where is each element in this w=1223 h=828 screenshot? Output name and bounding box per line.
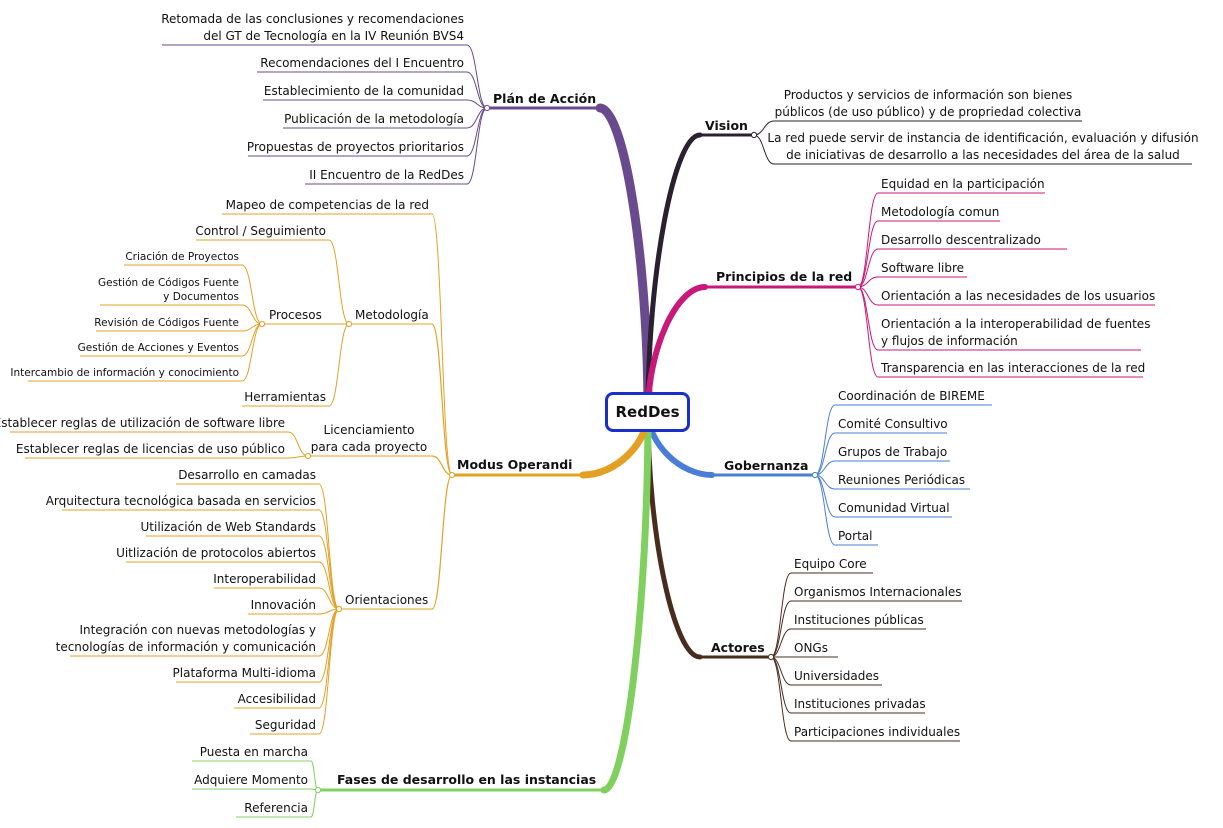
gobernanza-item[interactable]: Comunidad Virtual (838, 501, 950, 515)
orientaciones-item[interactable]: Desarrollo en camadas (178, 468, 316, 482)
gobernanza-item[interactable]: Coordinación de BIREME (838, 389, 985, 403)
branch-modus-operandi[interactable]: Modus Operandi (457, 457, 572, 472)
branch-plan-de-accion[interactable]: Plán de Acción (493, 91, 596, 106)
fases-item[interactable]: Puesta en marcha (200, 745, 308, 759)
procesos-node[interactable]: Procesos (269, 308, 322, 322)
gobernanza-item[interactable]: Grupos de Trabajo (838, 445, 947, 459)
fases-item[interactable]: Adquiere Momento (194, 773, 308, 787)
actores-item[interactable]: Participaciones individuales (794, 725, 960, 739)
principios-item[interactable]: Metodología comun (881, 205, 999, 219)
branch-actores[interactable]: Actores (711, 640, 765, 655)
plan-item[interactable]: Publicación de la metodología (284, 112, 464, 126)
metodologia-node[interactable]: Metodología (355, 308, 429, 322)
principios-item[interactable]: Desarrollo descentralizado (881, 233, 1041, 247)
orientaciones-item[interactable]: Plataforma Multi-idioma (173, 666, 316, 680)
procesos-item[interactable]: Gestión de Acciones y Eventos (78, 342, 239, 354)
orientaciones-item[interactable]: Uitlización de protocolos abiertos (116, 546, 316, 560)
actores-item[interactable]: Universidades (794, 669, 879, 683)
central-topic[interactable]: RedDes (605, 392, 690, 432)
orientaciones-item[interactable]: Accesibilidad (238, 692, 316, 706)
gobernanza-item[interactable]: Comité Consultivo (838, 417, 948, 431)
plan-item[interactable]: II Encuentro de la RedDes (309, 168, 464, 182)
plan-item[interactable]: Recomendaciones del I Encuentro (260, 56, 464, 70)
procesos-item[interactable]: Criación de Proyectos (125, 251, 239, 263)
actores-item[interactable]: Organismos Internacionales (794, 585, 962, 599)
procesos-item[interactable]: Revisión de Códigos Fuente (94, 317, 239, 329)
actores-item[interactable]: Instituciones públicas (794, 613, 924, 627)
plan-item[interactable]: Retomada de las conclusiones y recomenda… (161, 12, 464, 43)
orientaciones-item[interactable]: Utilización de Web Standards (141, 520, 316, 534)
licenciamiento-item[interactable]: Establecer reglas de licencias de uso pú… (16, 442, 285, 456)
actores-item[interactable]: Instituciones privadas (794, 697, 926, 711)
licenciamiento-item[interactable]: Establecer reglas de utilización de soft… (0, 416, 285, 430)
vision-item[interactable]: La red puede servir de instancia de iden… (767, 131, 1198, 162)
orientaciones-item[interactable]: Seguridad (255, 718, 316, 732)
principios-item[interactable]: Orientación a las necesidades de los usu… (881, 289, 1155, 303)
orientaciones-item[interactable]: Interoperabilidad (213, 572, 316, 586)
actores-item[interactable]: Equipo Core (794, 557, 867, 571)
orientaciones-item[interactable]: Innovación (251, 598, 316, 612)
principios-item[interactable]: Orientación a la interoperabilidad de fu… (881, 317, 1150, 348)
branch-vision[interactable]: Vision (705, 118, 748, 133)
plan-item[interactable]: Propuestas de proyectos prioritarios (247, 140, 464, 154)
procesos-item[interactable]: Intercambio de información y conocimient… (10, 367, 239, 379)
metodologia-control[interactable]: Control / Seguimiento (195, 224, 326, 238)
branch-gobernanza[interactable]: Gobernanza (724, 458, 808, 473)
principios-item[interactable]: Software libre (881, 261, 964, 275)
modus-mapeo[interactable]: Mapeo de competencias de la red (226, 198, 429, 212)
gobernanza-item[interactable]: Portal (838, 529, 872, 543)
principios-item[interactable]: Equidad en la participación (881, 177, 1045, 191)
orientaciones-node[interactable]: Orientaciones (345, 593, 428, 607)
plan-item[interactable]: Establecimiento de la comunidad (264, 84, 464, 98)
fases-item[interactable]: Referencia (244, 801, 308, 815)
vision-item[interactable]: Productos y servicios de información son… (775, 88, 1082, 119)
metodologia-herramientas[interactable]: Herramientas (244, 390, 326, 404)
orientaciones-item[interactable]: Arquitectura tecnológica basada en servi… (46, 494, 316, 508)
actores-item[interactable]: ONGs (794, 641, 828, 655)
branch-principios[interactable]: Principios de la red (716, 269, 852, 284)
gobernanza-item[interactable]: Reuniones Periódicas (838, 473, 965, 487)
branch-fases[interactable]: Fases de desarrollo en las instancias (337, 772, 596, 787)
principios-item[interactable]: Transparencia en las interacciones de la… (880, 361, 1145, 375)
